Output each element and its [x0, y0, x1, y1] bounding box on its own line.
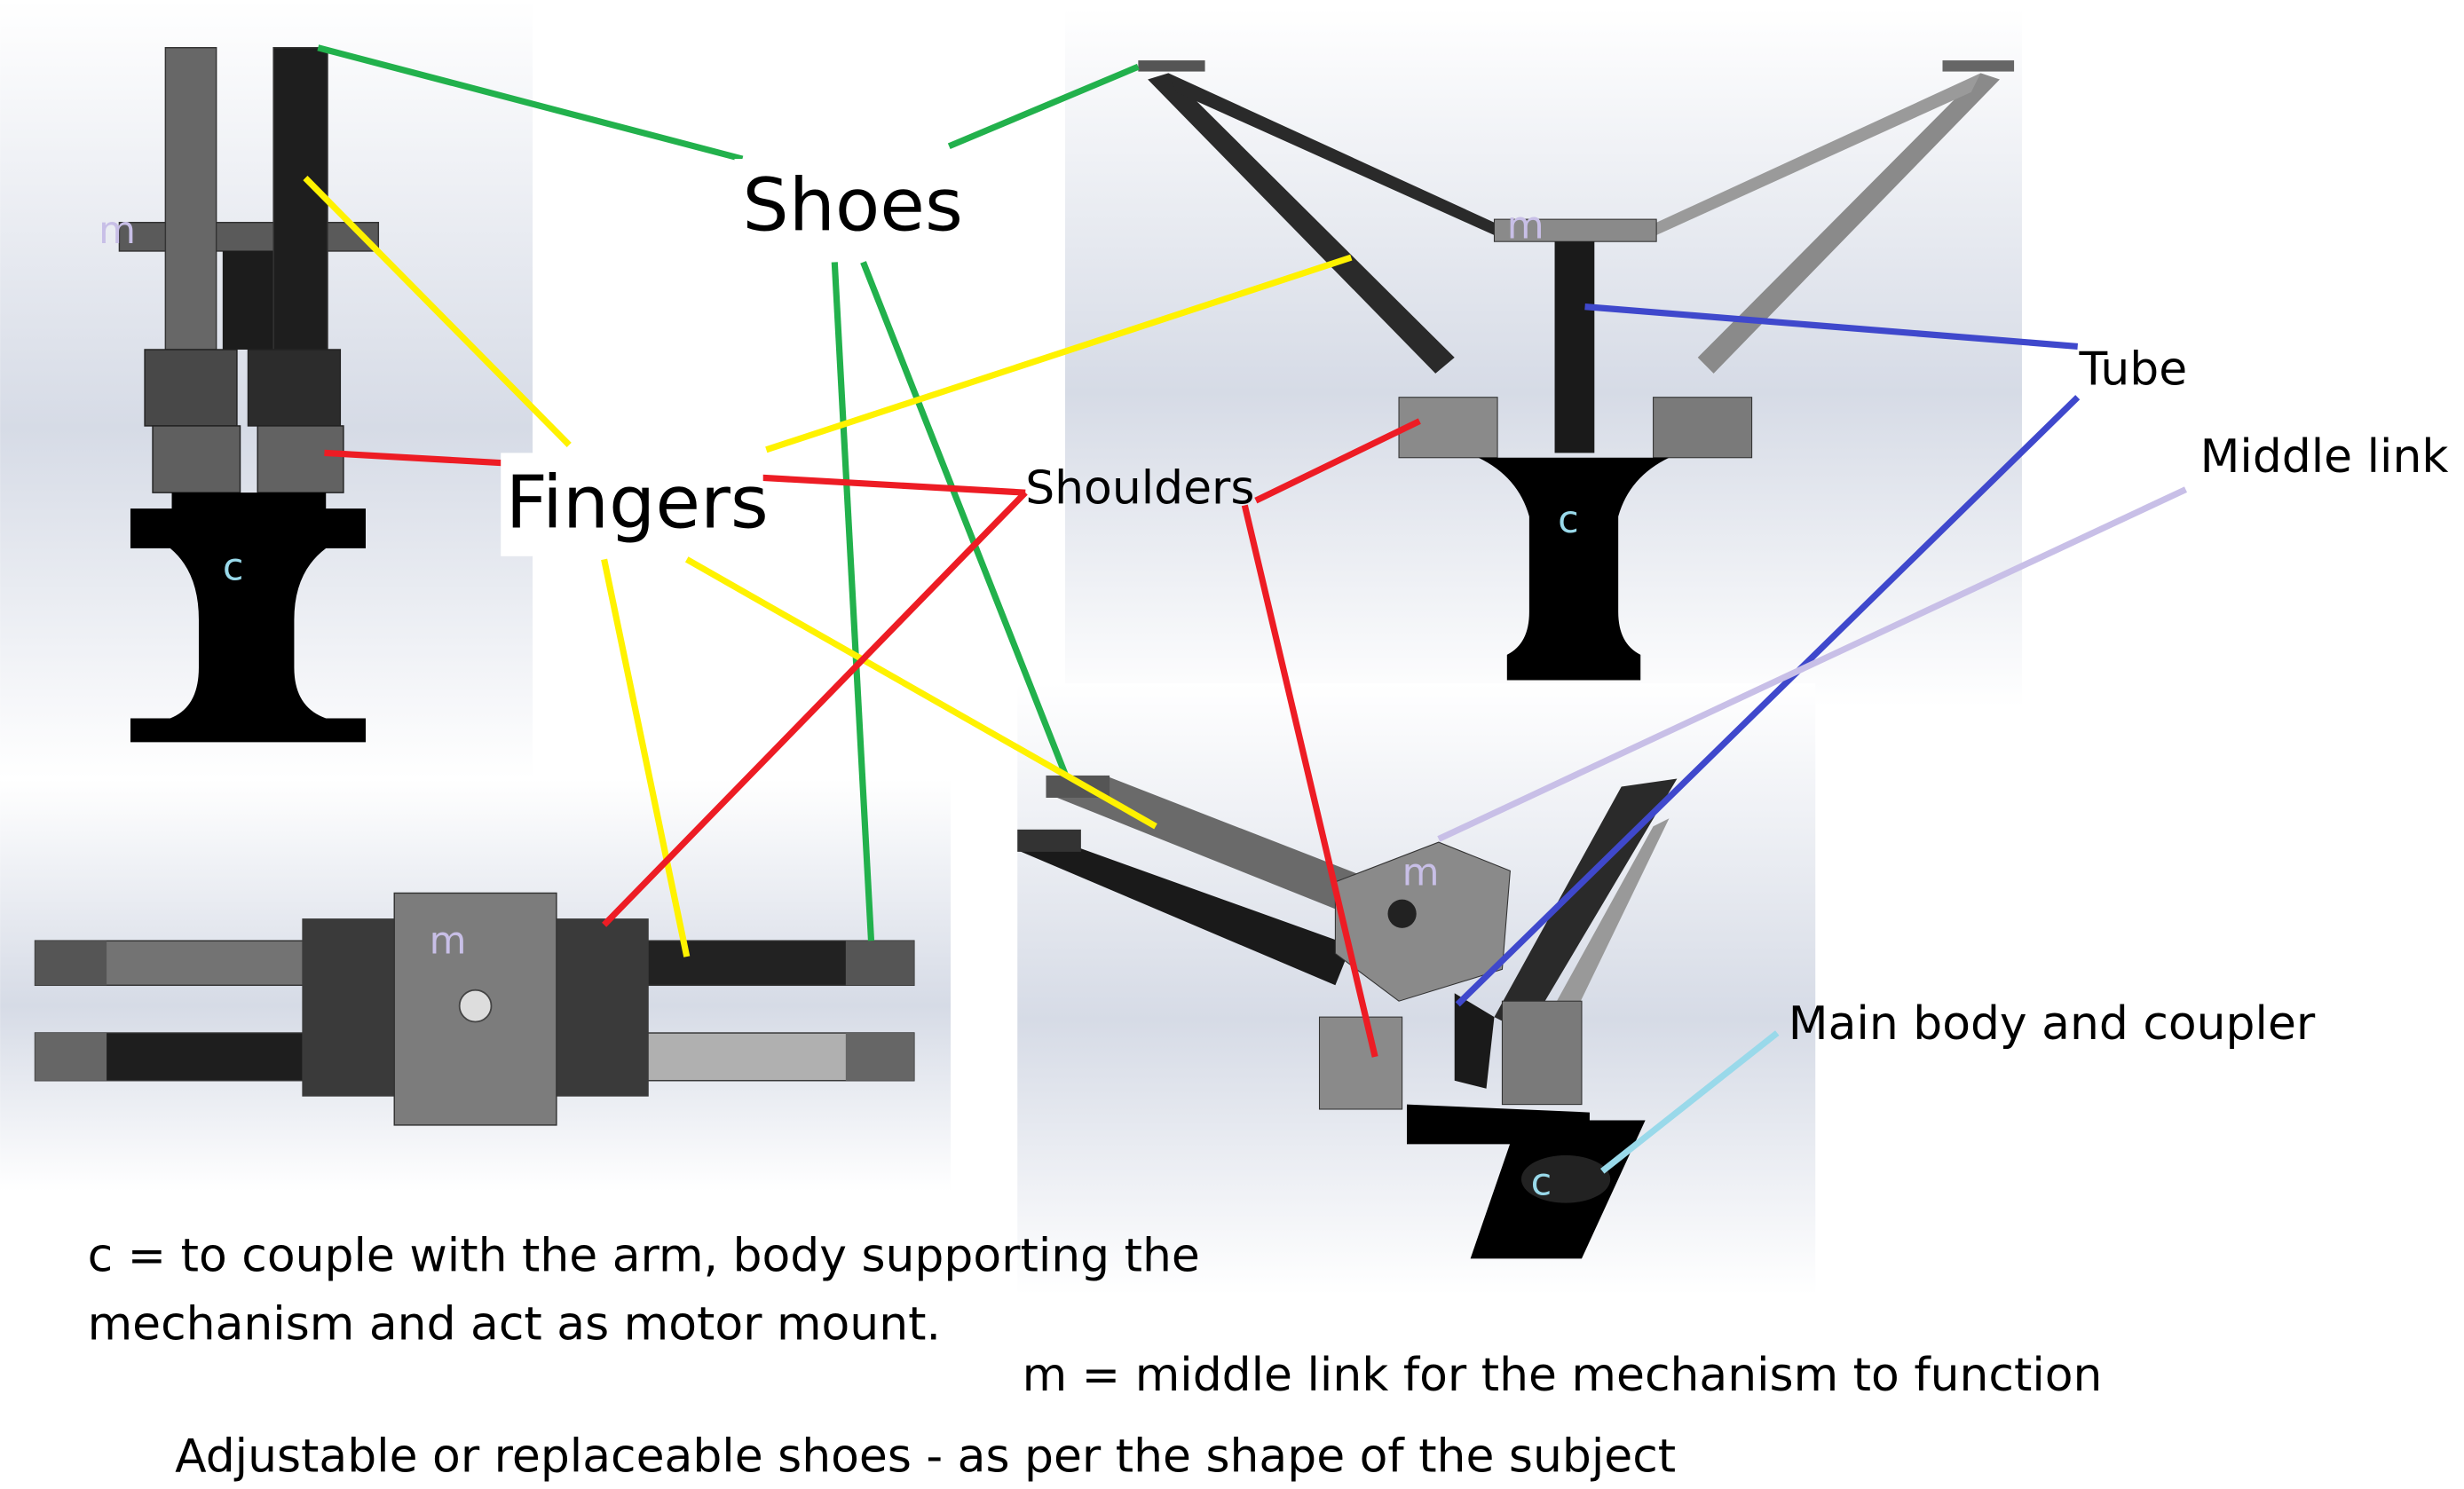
middle-link-label: Middle link — [2200, 430, 2449, 484]
m-mark: m — [430, 918, 467, 963]
shoulder-block — [152, 425, 241, 493]
shoes-label: Shoes — [742, 164, 962, 248]
main-body-leader — [1600, 1030, 1780, 1174]
note-c-line2: mechanism and act as motor mount. — [88, 1298, 941, 1351]
middle-link — [1493, 218, 1657, 242]
tube-leaders — [1455, 303, 2081, 1007]
shoes-leaders — [317, 44, 1140, 941]
note-m: m = middle link for the mechanism to fun… — [1023, 1349, 2103, 1402]
notes: c = to couple with the arm, body support… — [88, 1230, 2103, 1484]
shoulders-label: Shoulders — [1025, 462, 1254, 516]
finger-left — [164, 47, 217, 351]
tube — [1554, 241, 1595, 453]
c-mark: c — [223, 546, 244, 590]
front-view-panel: m c — [1064, 7, 2023, 707]
m-mark: m — [1402, 850, 1440, 894]
leader-lines — [303, 44, 2188, 1174]
coupler-body — [130, 492, 367, 743]
labels: Shoes Fingers Shoulders Tube Middle link… — [501, 159, 2448, 1051]
tube-label: Tube — [2079, 343, 2188, 396]
c-mark: c — [1558, 498, 1579, 542]
m-mark: m — [99, 209, 136, 253]
main-body-label: Main body and coupler — [1789, 997, 2316, 1051]
top-view-panel: m — [0, 778, 952, 1193]
finger-right — [272, 47, 328, 351]
side-view-panel: m c — [0, 0, 533, 779]
note-c-line1: c = to couple with the arm, body support… — [88, 1230, 1200, 1283]
note-shoes: Adjustable or replaceable shoes - as per… — [175, 1430, 1676, 1483]
middle-link-leader — [1437, 486, 2188, 842]
fingers-leaders — [303, 176, 1353, 957]
c-mark: c — [1531, 1161, 1552, 1205]
m-mark: m — [1507, 204, 1544, 248]
fingers-label: Fingers — [506, 461, 769, 546]
shoulder-block — [257, 425, 344, 493]
